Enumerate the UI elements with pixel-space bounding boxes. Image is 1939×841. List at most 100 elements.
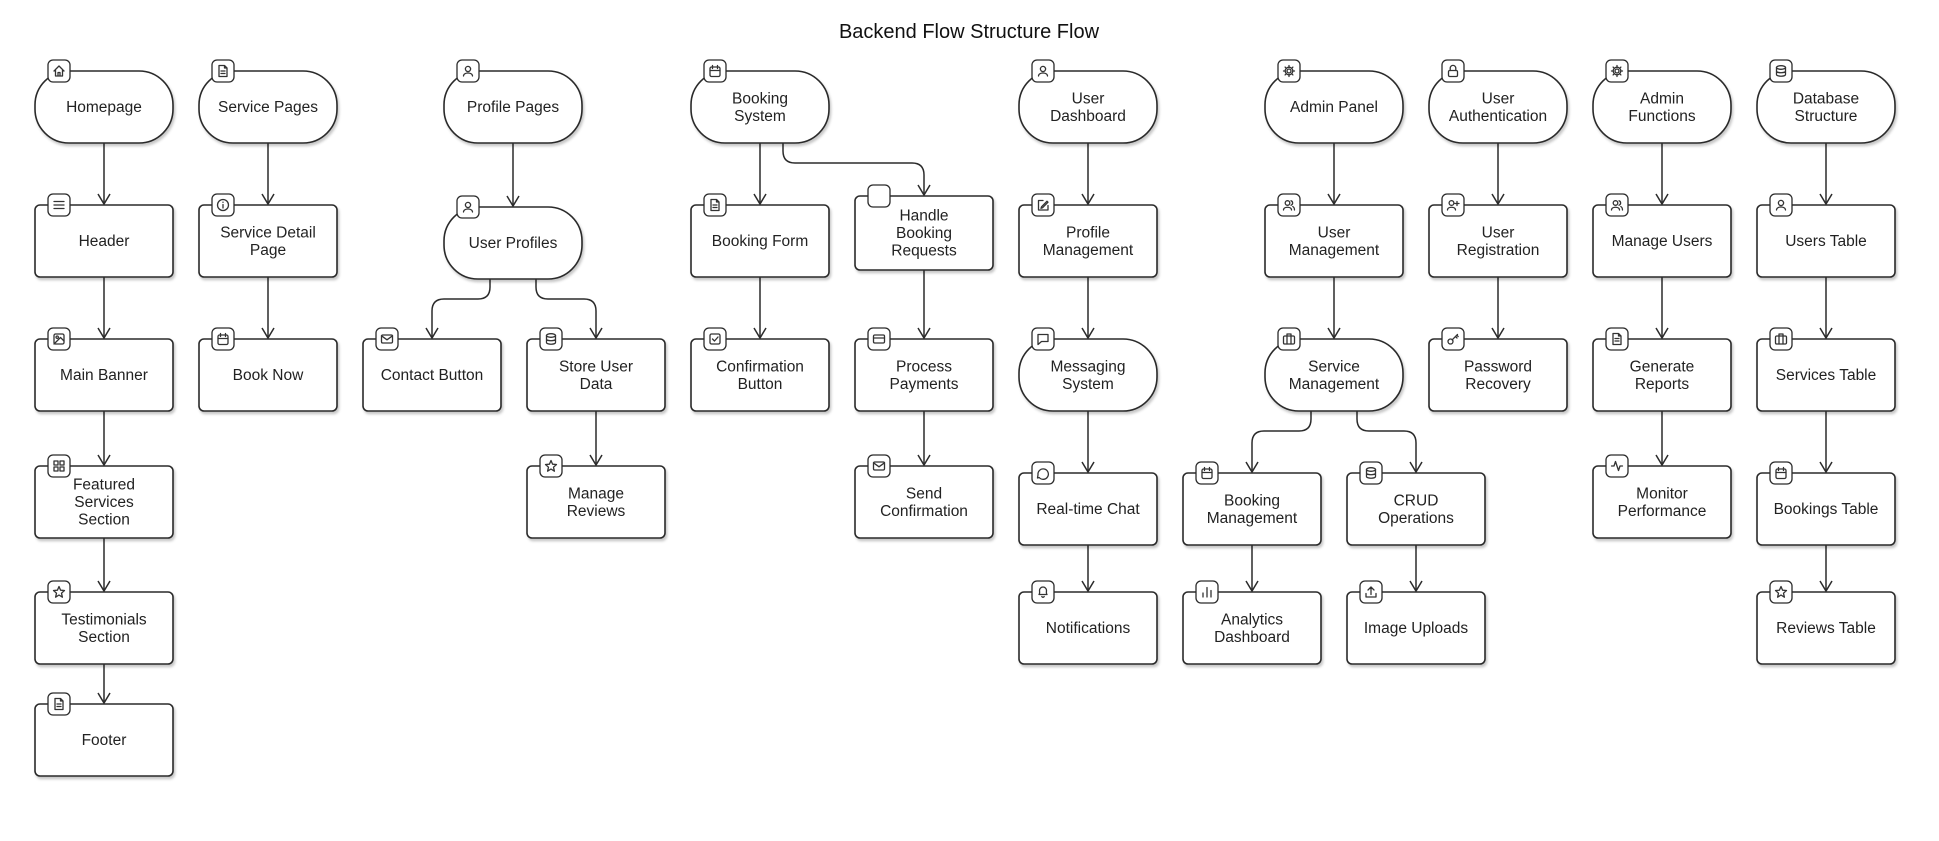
node-shape — [1264, 70, 1404, 144]
node-shape — [443, 206, 583, 280]
node-shape — [198, 70, 338, 144]
node-manage-users[interactable]: Manage Users — [1592, 193, 1732, 278]
edge-service-management-to-crud-operations — [1356, 411, 1417, 472]
lock-icon — [1441, 59, 1465, 83]
key-icon — [1441, 327, 1465, 351]
arrowhead — [1245, 580, 1259, 593]
node-notifications[interactable]: Notifications — [1018, 580, 1158, 665]
node-label: Service Pages — [218, 99, 318, 116]
node-shape — [362, 338, 502, 412]
arrowhead — [589, 327, 603, 340]
node-shape — [1592, 204, 1732, 278]
user-icon — [1031, 59, 1055, 83]
node-users-table[interactable]: Users Table — [1756, 193, 1896, 278]
arrowhead — [917, 327, 931, 340]
edit-icon — [1031, 193, 1055, 217]
node-label: Real-time Chat — [1036, 501, 1140, 518]
node-book-now[interactable]: Book Now — [198, 327, 338, 412]
arrowhead — [97, 580, 111, 593]
bell-icon — [1031, 580, 1055, 604]
diagram-title: Backend Flow Structure Flow — [839, 21, 1100, 43]
star-icon — [1769, 580, 1793, 604]
activity-icon — [1605, 454, 1629, 478]
node-image-uploads[interactable]: Image Uploads — [1346, 580, 1486, 665]
arrowhead — [1327, 193, 1341, 206]
arrowhead — [97, 692, 111, 705]
node-label: Reviews Table — [1776, 620, 1876, 637]
arrowhead — [506, 195, 520, 208]
arrowhead — [589, 454, 603, 467]
star-icon — [47, 580, 71, 604]
node-shape — [854, 465, 994, 539]
node-service-pages[interactable]: Service Pages — [198, 59, 338, 144]
node-footer[interactable]: Footer — [34, 692, 174, 777]
arrowhead — [1655, 454, 1669, 467]
node-shape — [526, 338, 666, 412]
message-square-icon — [1031, 327, 1055, 351]
node-admin-panel[interactable]: Admin Panel — [1264, 59, 1404, 144]
image-icon — [47, 327, 71, 351]
node-contact-button[interactable]: Contact Button — [362, 327, 502, 412]
arrowhead — [97, 454, 111, 467]
node-user-profiles[interactable]: User Profiles — [443, 195, 583, 280]
arrowhead — [1409, 580, 1423, 593]
node-homepage[interactable]: Homepage — [34, 59, 174, 144]
node-shape — [1182, 472, 1322, 546]
node-services-table[interactable]: Services Table — [1756, 327, 1896, 412]
node-header[interactable]: Header — [34, 193, 174, 278]
node-booking-form[interactable]: Booking Form — [690, 193, 830, 278]
node-profile-pages[interactable]: Profile Pages — [443, 59, 583, 144]
calendar-icon — [211, 327, 235, 351]
node-shape — [1756, 472, 1896, 546]
node-shape — [690, 338, 830, 412]
node-bookings-table[interactable]: Bookings Table — [1756, 461, 1896, 546]
arrowhead — [1655, 193, 1669, 206]
node-shape — [1756, 204, 1896, 278]
arrowhead — [1081, 580, 1095, 593]
edge-booking-system-to-handle-booking-requests — [782, 143, 925, 195]
node-shape — [198, 204, 338, 278]
node-reviews-table[interactable]: Reviews Table — [1756, 580, 1896, 665]
node-real-time-chat[interactable]: Real-time Chat — [1018, 461, 1158, 546]
briefcase-icon — [1769, 327, 1793, 351]
file-icon — [703, 193, 727, 217]
node-shape — [526, 465, 666, 539]
node-shape — [34, 465, 174, 539]
node-main-banner[interactable]: Main Banner — [34, 327, 174, 412]
info-icon — [211, 193, 235, 217]
